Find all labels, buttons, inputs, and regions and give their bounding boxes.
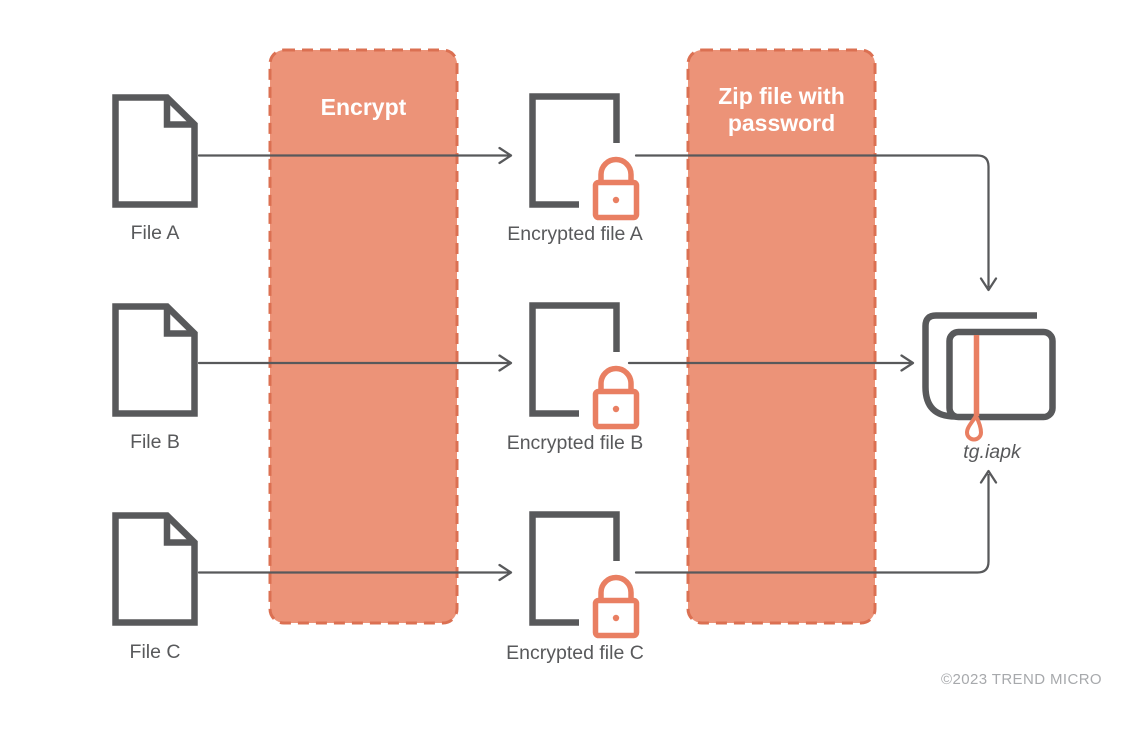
- zip-zone: [686, 48, 877, 625]
- encrypted-file-c-label: Encrypted file C: [506, 642, 644, 664]
- file-c-label: File C: [129, 641, 181, 663]
- zip-flap: [922, 312, 1037, 420]
- encrypted-file-a-icon: [529, 93, 640, 221]
- file-c-icon: [112, 512, 198, 626]
- lock-icon: [592, 365, 640, 430]
- encrypted-file-b-icon: [529, 302, 640, 430]
- file-a-label: File A: [130, 222, 180, 244]
- folded-corner: [163, 515, 195, 546]
- encrypted-file-b-label: Encrypted file B: [506, 432, 644, 454]
- arrow-file-b-to-encrypted-b: [197, 354, 513, 372]
- file-b-icon: [112, 303, 198, 417]
- arrow-encrypted-b-to-zip: [627, 354, 915, 372]
- file-b-label: File B: [130, 431, 180, 453]
- zipper-pull-icon: [964, 411, 984, 442]
- arrow-encrypted-a-to-zip: [634, 154, 998, 292]
- lock-icon: [592, 156, 640, 221]
- copyright-text: ©2023 TREND MICRO: [941, 671, 1102, 688]
- arrow-file-a-to-encrypted-a: [197, 146, 513, 165]
- encrypted-file-c-icon: [529, 511, 640, 639]
- arrow-encrypted-c-to-zip: [634, 469, 998, 574]
- encrypt-zone: [268, 48, 459, 625]
- arrow-file-c-to-encrypted-c: [197, 563, 513, 582]
- zip-body: [946, 328, 1056, 421]
- folded-corner: [163, 97, 195, 128]
- encrypt-zone-label: Encrypt: [320, 94, 407, 120]
- file-a-icon: [112, 94, 198, 208]
- lock-icon: [592, 574, 640, 639]
- zip-archive-icon: [922, 312, 1056, 442]
- zip-zone-label: Zip file with password: [718, 83, 845, 137]
- output-file-label: tg.iapk: [963, 441, 1021, 463]
- folded-corner: [163, 306, 195, 337]
- encrypted-file-a-label: Encrypted file A: [507, 223, 643, 245]
